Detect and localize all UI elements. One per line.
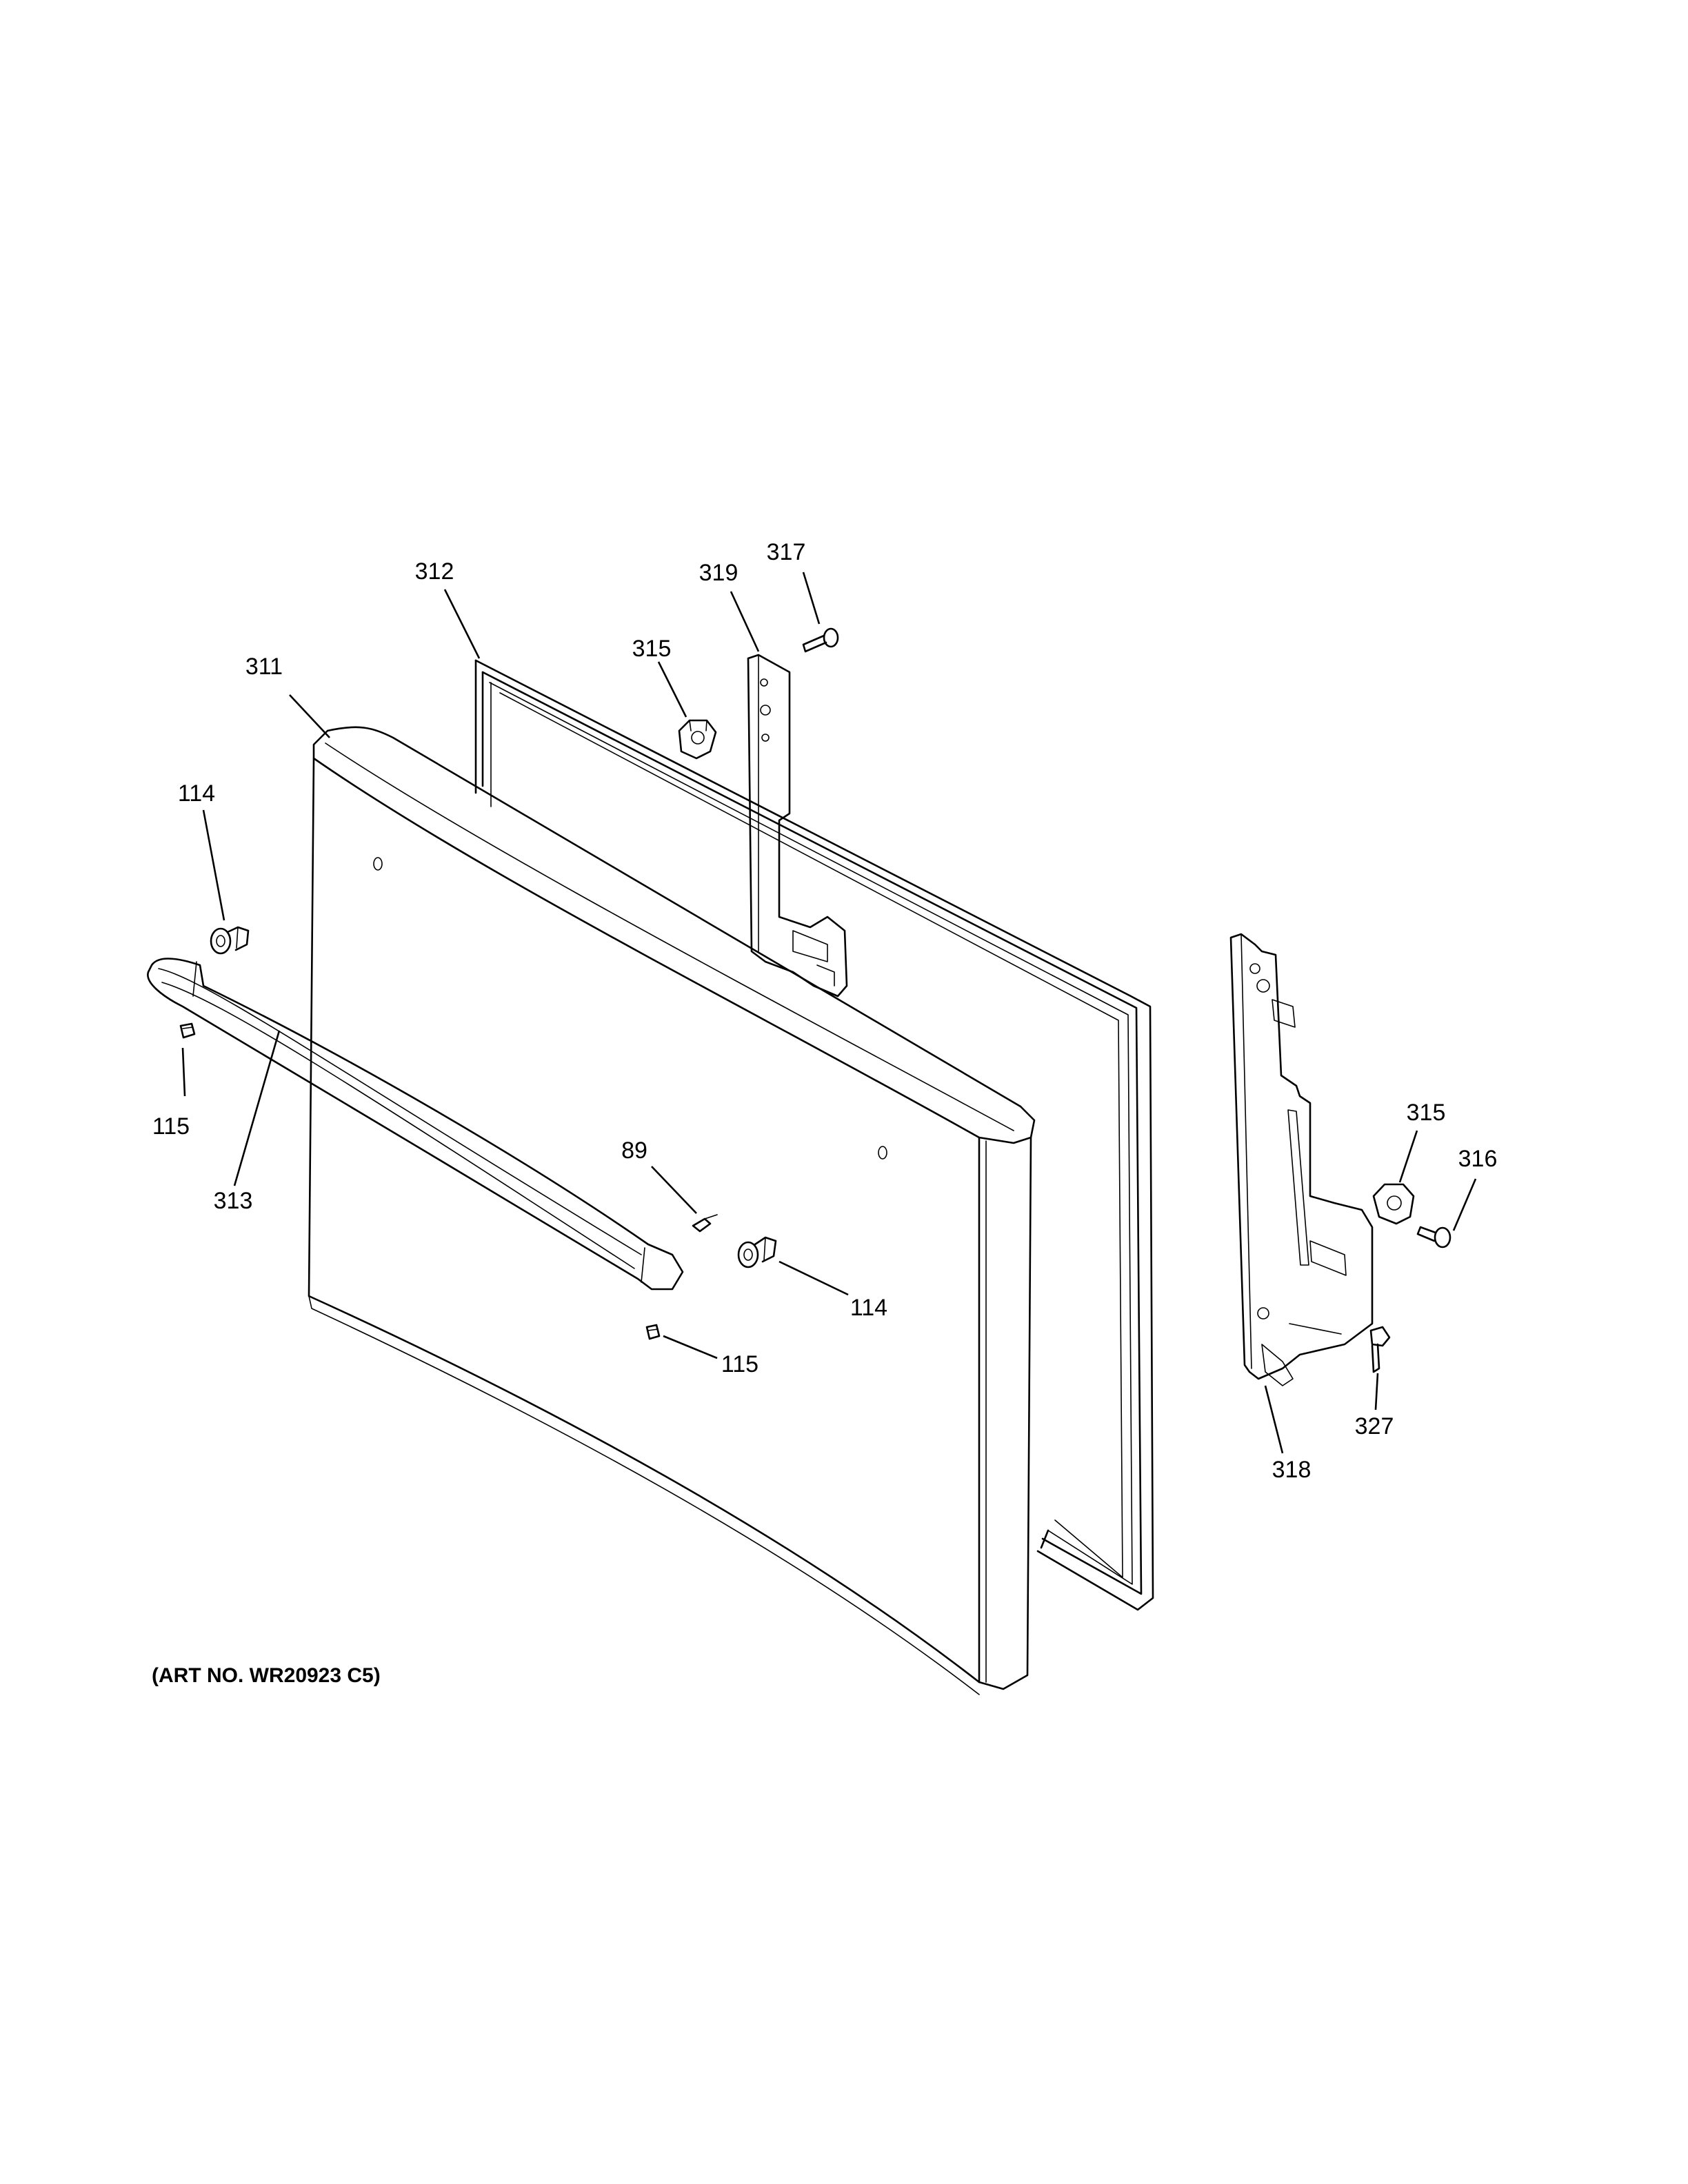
cam-nut-315-right — [1372, 1183, 1415, 1225]
callout-114-left: 114 — [178, 780, 215, 807]
leader-lines — [181, 572, 1477, 1454]
screw-89 — [692, 1214, 718, 1233]
plug-115-left — [179, 1022, 196, 1039]
hinge-bracket-319 — [747, 654, 848, 998]
screw-317 — [802, 627, 839, 653]
callout-311: 311 — [245, 654, 283, 680]
callout-115-left: 115 — [152, 1113, 190, 1140]
door-panel-311 — [308, 726, 1036, 1695]
plug-115-right — [645, 1324, 661, 1340]
art-number: (ART NO. WR20923 C5) — [152, 1664, 381, 1687]
callout-313: 313 — [214, 1188, 253, 1214]
callout-327: 327 — [1355, 1413, 1394, 1439]
callout-114-right: 114 — [850, 1295, 887, 1321]
callout-319: 319 — [699, 560, 738, 586]
door-handle-313 — [147, 958, 684, 1291]
callout-115-right: 115 — [721, 1351, 758, 1377]
callout-316: 316 — [1458, 1146, 1498, 1172]
callout-labels: 312 311 319 317 315 114 115 313 89 114 1… — [152, 539, 1497, 1483]
screw-327 — [1369, 1326, 1391, 1373]
callout-315-top: 315 — [632, 636, 672, 662]
cam-nut-315-top — [678, 719, 717, 760]
callout-317: 317 — [767, 539, 806, 565]
callout-312: 312 — [415, 558, 454, 585]
callout-315-right: 315 — [1407, 1100, 1446, 1126]
callout-89: 89 — [621, 1138, 647, 1164]
screw-114-left — [210, 926, 250, 955]
callout-318: 318 — [1272, 1457, 1312, 1483]
hinge-bracket-318 — [1229, 933, 1374, 1386]
screw-114-right — [737, 1236, 777, 1268]
door-gasket-312 — [474, 659, 1154, 1611]
screw-316 — [1416, 1226, 1451, 1248]
